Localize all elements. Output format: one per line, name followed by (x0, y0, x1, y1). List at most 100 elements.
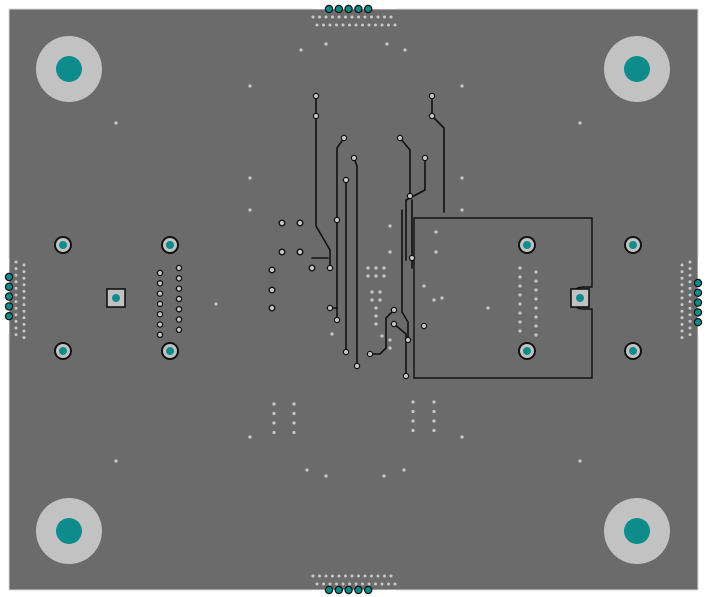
via (370, 298, 374, 302)
via (378, 290, 382, 294)
connector-via (374, 23, 377, 27)
via (299, 48, 303, 52)
via (374, 274, 378, 278)
connector-via (376, 15, 380, 19)
via (534, 306, 538, 310)
via (402, 468, 406, 472)
component-pad (268, 304, 276, 312)
connector-pin (4, 292, 14, 301)
via (578, 121, 582, 125)
trace-vias (312, 92, 436, 380)
connector-via (370, 15, 373, 19)
connector-via (322, 23, 325, 27)
connector-via (688, 273, 692, 277)
component-pad (156, 269, 164, 277)
connector-via (14, 273, 18, 277)
via (518, 266, 522, 270)
component-pad (175, 326, 183, 334)
connector-via (383, 574, 386, 578)
trace (315, 95, 331, 269)
connector-via (324, 15, 328, 19)
connector-pin (354, 4, 363, 14)
trace (431, 95, 445, 213)
via (374, 322, 378, 326)
via (534, 297, 538, 301)
mounting-hole-top-left (36, 36, 102, 102)
component-pad (156, 310, 164, 318)
via (385, 42, 389, 46)
connector-pin (364, 4, 373, 14)
trace-via (333, 216, 341, 224)
via (388, 338, 392, 342)
mounting-holes (36, 36, 670, 564)
connector-via (328, 23, 332, 27)
trace-via (406, 192, 414, 200)
trace (369, 309, 395, 355)
connector-via (328, 582, 332, 586)
connector-via (337, 15, 341, 19)
via (518, 302, 522, 306)
connector-via (322, 582, 325, 586)
component-pad (156, 321, 164, 328)
connector-via (348, 23, 351, 27)
component-pad (175, 305, 183, 313)
component-pad (175, 285, 183, 292)
connector-via (22, 296, 26, 300)
via (388, 224, 392, 228)
connector-pin (4, 302, 14, 311)
via (518, 311, 522, 315)
connector-via (688, 260, 692, 264)
connector-via (688, 280, 692, 284)
connector-via (374, 582, 377, 586)
connector-via (354, 582, 358, 586)
via (272, 421, 276, 425)
connector-via (680, 316, 684, 320)
trace-via (350, 154, 358, 162)
via (534, 288, 538, 292)
connector-via (22, 316, 26, 320)
component-pad (156, 290, 164, 297)
connector-via (14, 326, 18, 330)
trace-via (366, 350, 374, 358)
connector-via (688, 293, 692, 297)
via (382, 266, 386, 270)
connector-via (393, 23, 397, 27)
connector-via (315, 23, 319, 27)
connector-pin (693, 308, 703, 317)
via (114, 121, 118, 125)
via (292, 430, 296, 435)
connector-via (688, 313, 692, 317)
trace-via (408, 254, 416, 262)
component-pad (156, 280, 164, 287)
trace-via (342, 176, 350, 184)
via (378, 298, 382, 302)
connector-via (387, 23, 390, 27)
trace-via (402, 372, 410, 380)
connector-via (361, 23, 364, 27)
connector-via (680, 289, 684, 293)
connector-via (680, 296, 684, 300)
connector-via (331, 574, 334, 578)
connector-via (22, 270, 26, 274)
via (534, 279, 538, 283)
connector-via (680, 329, 684, 333)
connector-via (688, 319, 692, 323)
component-pad (175, 275, 183, 282)
trace-via (404, 336, 412, 344)
trace-via (326, 264, 334, 272)
connector-pin (344, 585, 353, 595)
via (272, 430, 276, 435)
connector-via (22, 283, 26, 287)
connector-pin (693, 298, 703, 307)
trace-via (420, 322, 428, 330)
connector-via (680, 276, 684, 280)
connector-pin (693, 288, 703, 297)
component-pad (296, 248, 304, 256)
connector-via (14, 306, 18, 310)
connector-via (350, 574, 354, 578)
via (292, 402, 296, 406)
trace-via (326, 304, 334, 312)
connector-pin (4, 312, 14, 321)
via (248, 435, 252, 439)
